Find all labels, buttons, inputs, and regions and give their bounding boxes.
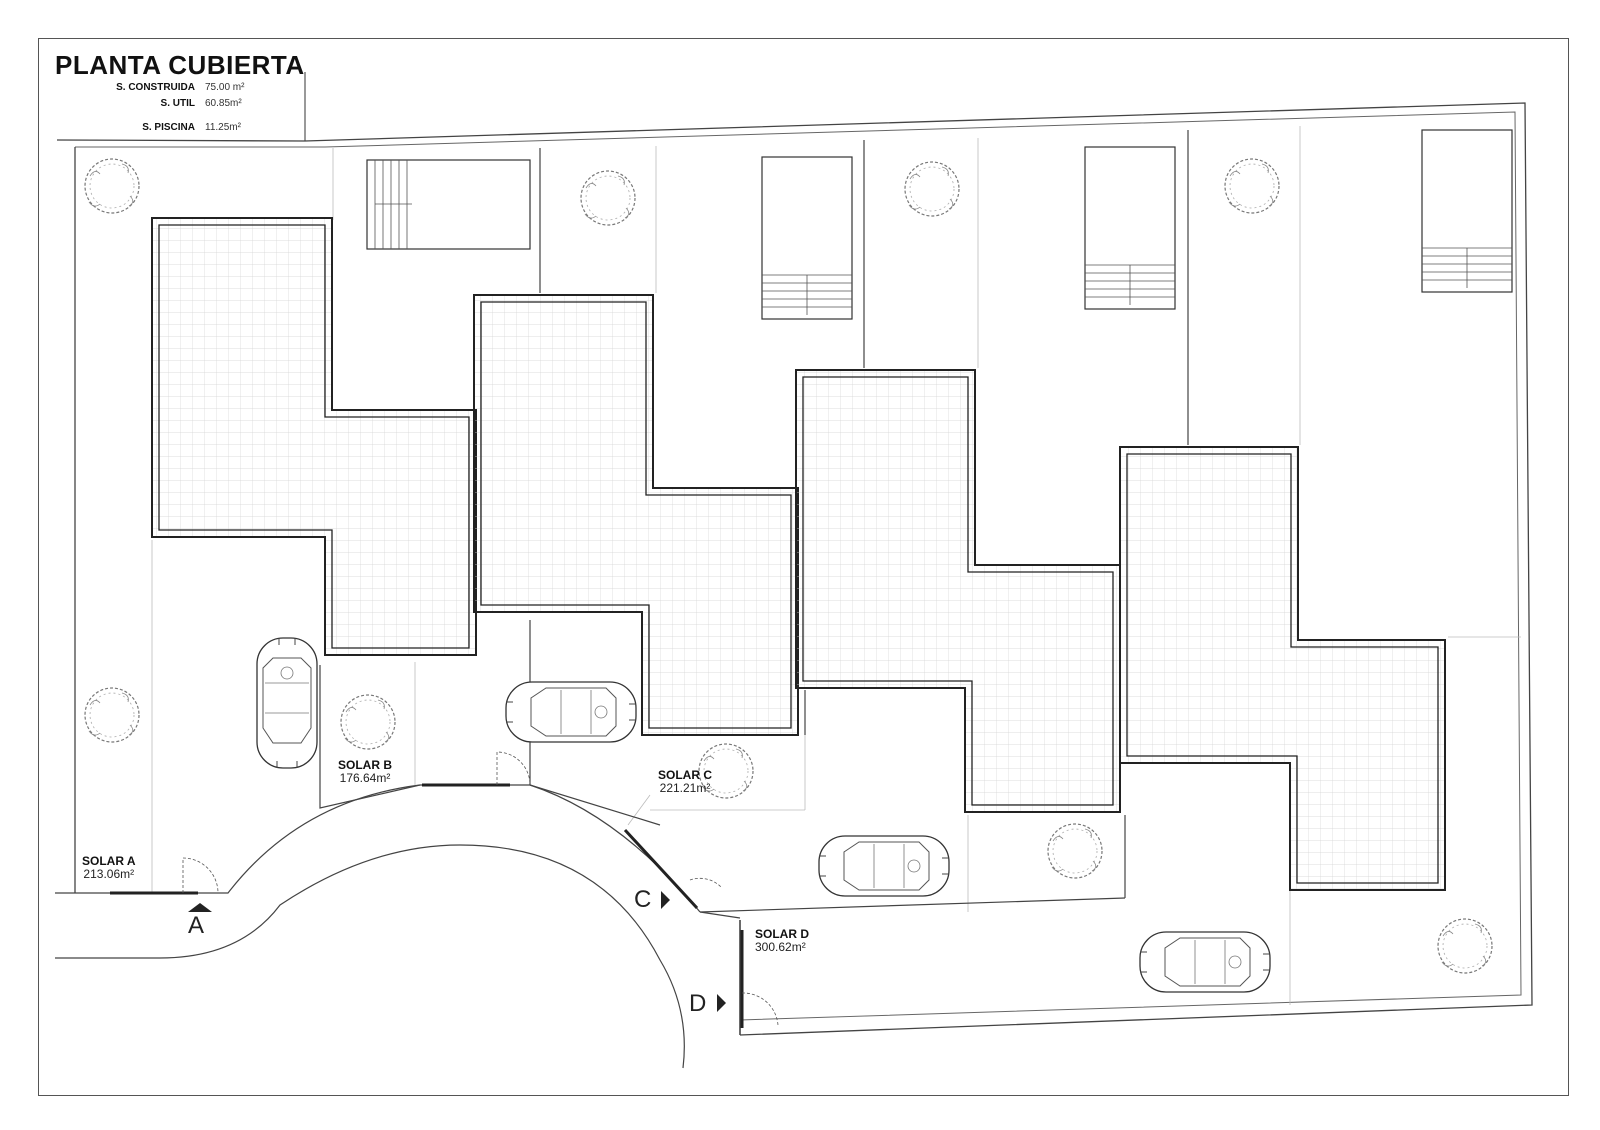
roof-house-d [1119, 446, 1446, 891]
solar-area: 300.62m² [755, 940, 806, 954]
area-row-piscina: S. PISCINA 11.25m² [45, 122, 241, 133]
car [1139, 931, 1271, 993]
tree [1047, 823, 1103, 879]
solar-name: SOLAR A [82, 854, 136, 868]
access-c-marker-icon [661, 891, 670, 909]
drawing-frame [38, 38, 1569, 1096]
pool-c [1084, 146, 1176, 310]
roof-house-b [473, 294, 799, 736]
area-value: 75.00 m² [205, 82, 245, 93]
tree [904, 161, 960, 217]
access-a-label: A [188, 912, 205, 939]
roof-house-c [795, 369, 1121, 813]
area-label: S. PISCINA [142, 122, 195, 133]
car [505, 681, 637, 743]
car [256, 637, 318, 769]
area-label: S. CONSTRUIDA [116, 82, 195, 93]
solar-area: 221.21m² [659, 781, 711, 795]
solar-name: SOLAR B [338, 758, 392, 772]
solar-b-label: SOLAR B 176.64m² [338, 759, 392, 785]
solar-d-label: SOLAR D 300.62m² [755, 928, 809, 954]
pool-a [366, 159, 531, 250]
pool-b [761, 156, 853, 320]
tree [340, 694, 396, 750]
solar-area: 176.64m² [339, 771, 391, 785]
solar-c-label: SOLAR C 221.21m² [658, 769, 712, 795]
solar-name: SOLAR D [755, 927, 809, 941]
area-value: 60.85m² [205, 98, 242, 109]
area-row-util: S. UTIL 60.85m² [45, 98, 242, 109]
access-d-marker-icon [717, 994, 726, 1012]
tree [1437, 918, 1493, 974]
area-row-construida: S. CONSTRUIDA 75.00 m² [45, 82, 244, 93]
roof-house-a [151, 217, 477, 656]
solar-area: 213.06m² [83, 867, 135, 881]
tree [84, 687, 140, 743]
solar-name: SOLAR C [658, 768, 712, 782]
access-a-marker-icon [188, 903, 212, 912]
tree [1224, 158, 1280, 214]
area-label: S. UTIL [160, 98, 195, 109]
page-title: PLANTA CUBIERTA [55, 50, 305, 80]
pool-d [1421, 129, 1513, 293]
area-value: 11.25m² [205, 122, 241, 133]
access-d-label: D [689, 990, 707, 1017]
solar-a-label: SOLAR A 213.06m² [82, 855, 136, 881]
tree [84, 158, 140, 214]
access-c-label: C [634, 886, 652, 913]
car [818, 835, 950, 897]
tree [580, 170, 636, 226]
